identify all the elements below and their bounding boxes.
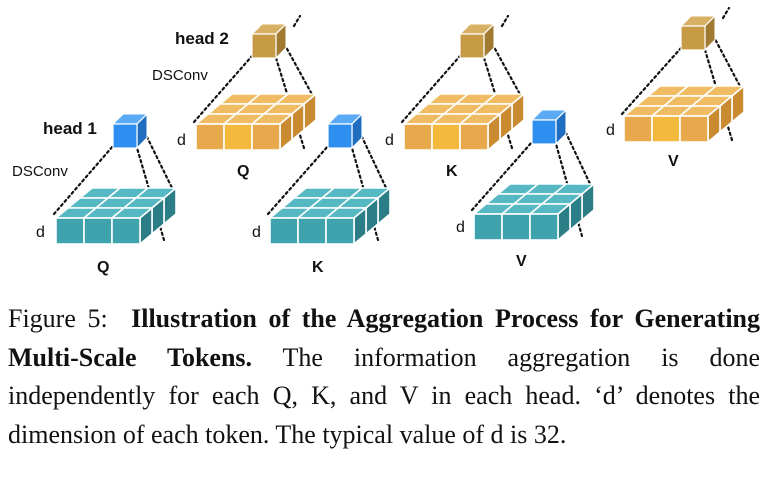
diagram-labels: head 2 DSConv d Q d K d V head 1 DSConv … bbox=[12, 29, 679, 276]
q-head2-line-extra bbox=[292, 14, 302, 28]
q-head1-grid-cell-front bbox=[111, 217, 141, 245]
v-head1-grid-cell-front bbox=[473, 213, 503, 241]
k-head1-grid-cell-front bbox=[269, 217, 299, 245]
v-head2-line-left bbox=[620, 46, 683, 116]
figure-caption: Figure 5: Illustration of the Aggregatio… bbox=[8, 300, 760, 454]
v-head2-line-extra bbox=[721, 6, 731, 20]
dim-label-q2: d bbox=[177, 132, 186, 149]
q-head2-agg-cube-front bbox=[251, 33, 277, 59]
dim-label-k1: d bbox=[252, 224, 261, 241]
q-head1-grid-cell-front bbox=[83, 217, 113, 245]
dim-label-q1: d bbox=[36, 224, 45, 241]
q-head1-line-back bbox=[145, 135, 176, 194]
diagram-shapes bbox=[52, 6, 747, 246]
k-label-head2: K bbox=[446, 163, 458, 180]
k-head1-grid-cell-front bbox=[297, 217, 327, 245]
k-head2-line-extra bbox=[500, 14, 510, 28]
v-label-head2: V bbox=[668, 153, 679, 170]
q-label-head1: Q bbox=[97, 259, 109, 276]
dim-label-v2: d bbox=[606, 122, 615, 139]
k-head2-line-left bbox=[400, 54, 462, 124]
k-label-head1: K bbox=[312, 259, 324, 276]
dsconv-label-head1: DSConv bbox=[12, 163, 68, 180]
caption-prefix: Figure 5: bbox=[8, 304, 108, 333]
k-head2-agg-cube-front bbox=[459, 33, 485, 59]
v-head2-agg-cube-front bbox=[680, 25, 706, 51]
v-head2-line-back bbox=[713, 37, 744, 92]
k-head1-agg-cube-front bbox=[327, 123, 353, 149]
k-head1-line-back bbox=[360, 135, 390, 194]
head2-label: head 2 bbox=[175, 29, 229, 48]
q-head2-grid-cell-front bbox=[195, 123, 225, 151]
v-head1-agg-cube-front bbox=[531, 119, 557, 145]
k-head2-grid-cell-front bbox=[431, 123, 461, 151]
q-label-head2: Q bbox=[237, 163, 249, 180]
dsconv-label-head2: DSConv bbox=[152, 67, 208, 84]
v-head1-grid-cell-front bbox=[529, 213, 559, 241]
v-head1-grid-cell-front bbox=[501, 213, 531, 241]
q-head2-line-left bbox=[192, 54, 254, 124]
q-head1-grid-cell-front bbox=[55, 217, 85, 245]
caption-body: The information aggregation is done inde… bbox=[8, 342, 761, 449]
v-head2-grid-cell-front bbox=[651, 115, 681, 143]
head1-label: head 1 bbox=[43, 119, 97, 138]
dim-label-v1: d bbox=[456, 219, 465, 236]
dim-label-k2: d bbox=[385, 132, 394, 149]
k-head1-grid-cell-front bbox=[325, 217, 355, 245]
caption-title: Illustration of the Aggregation Process … bbox=[8, 304, 761, 372]
k-head1-line-left bbox=[266, 144, 330, 216]
v-head2-grid-cell-front bbox=[679, 115, 709, 143]
q-head1-agg-cube-front bbox=[112, 123, 138, 149]
k-head2-grid-cell-front bbox=[459, 123, 489, 151]
v-head2-grid-cell-front bbox=[623, 115, 653, 143]
k-head2-grid-cell-front bbox=[403, 123, 433, 151]
v-label-head1: V bbox=[516, 253, 527, 270]
aggregation-diagram: head 2 DSConv d Q d K d V head 1 DSConv … bbox=[12, 6, 747, 276]
q-head2-line-back bbox=[284, 45, 316, 100]
v-head1-line-left bbox=[470, 140, 534, 212]
k-head2-line-back bbox=[492, 45, 524, 100]
q-head2-grid-cell-front bbox=[223, 123, 253, 151]
v-head1-line-back bbox=[564, 131, 594, 190]
q-head2-grid-cell-front bbox=[251, 123, 281, 151]
q-head1-line-left bbox=[52, 144, 115, 216]
